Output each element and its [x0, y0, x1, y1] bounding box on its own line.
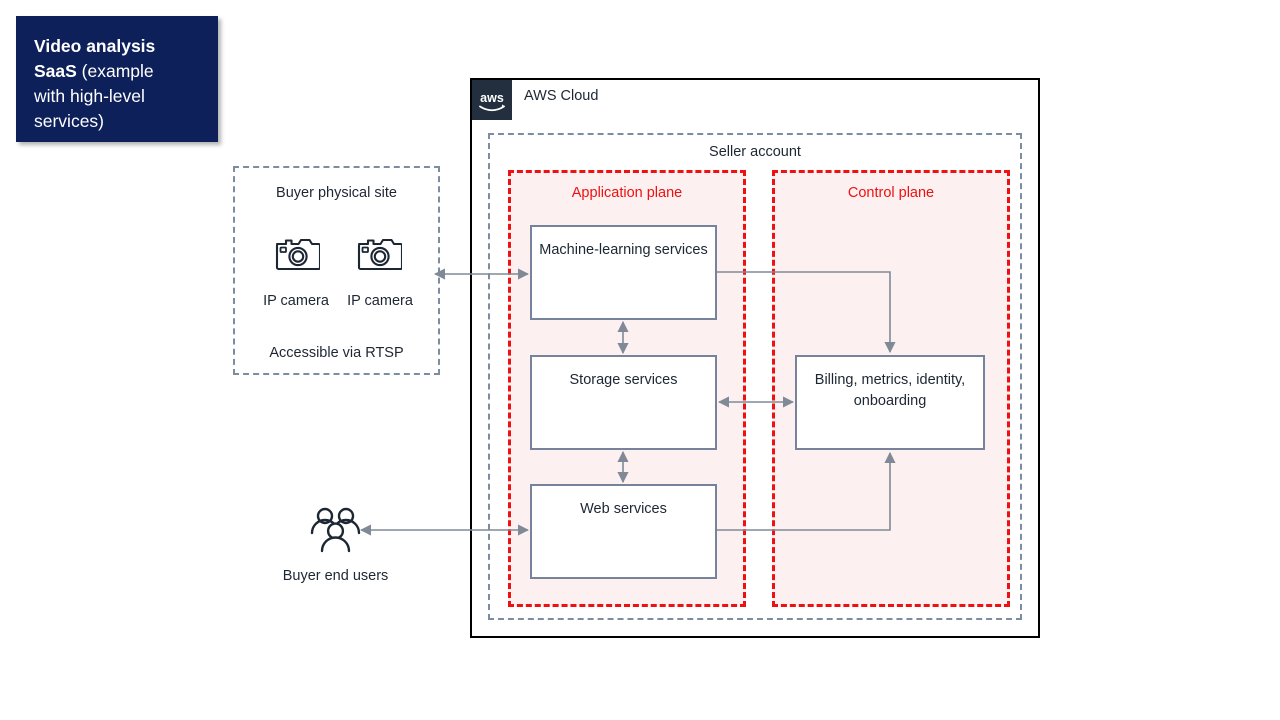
- end-users-label: Buyer end users: [282, 568, 389, 584]
- machine-learning-services-box[interactable]: Machine-learning services: [530, 225, 717, 320]
- billing-metrics-identity-onboarding-box[interactable]: Billing, metrics, identity, onboarding: [795, 355, 985, 450]
- seller-account-label: Seller account: [709, 144, 801, 160]
- rtsp-note: Accessible via RTSP: [269, 345, 404, 361]
- svg-text:aws: aws: [480, 91, 504, 105]
- camera-1-label: IP camera: [263, 293, 329, 309]
- camera-icon: [274, 233, 322, 273]
- title-line-2-rest: (example: [76, 61, 154, 81]
- title-line-1: Video analysis: [34, 36, 156, 56]
- title-line-2-bold: SaaS: [34, 61, 77, 81]
- storage-services-box[interactable]: Storage services: [530, 355, 717, 450]
- camera-icon: [356, 233, 404, 273]
- control-plane-label: Control plane: [847, 185, 935, 201]
- aws-cloud-label: AWS Cloud: [524, 88, 599, 104]
- title-card: Video analysis SaaS (example with high-l…: [16, 16, 218, 142]
- seller-account-container: [488, 133, 1022, 620]
- web-services-box[interactable]: Web services: [530, 484, 717, 579]
- users-group-icon: [310, 506, 362, 554]
- title-line-4: services): [34, 111, 105, 131]
- buyer-physical-site-label: Buyer physical site: [276, 185, 397, 201]
- title-line-3: with high-level: [34, 86, 145, 106]
- application-plane-label: Application plane: [571, 185, 683, 201]
- aws-logo-icon: aws: [472, 80, 512, 120]
- camera-2-label: IP camera: [347, 293, 413, 309]
